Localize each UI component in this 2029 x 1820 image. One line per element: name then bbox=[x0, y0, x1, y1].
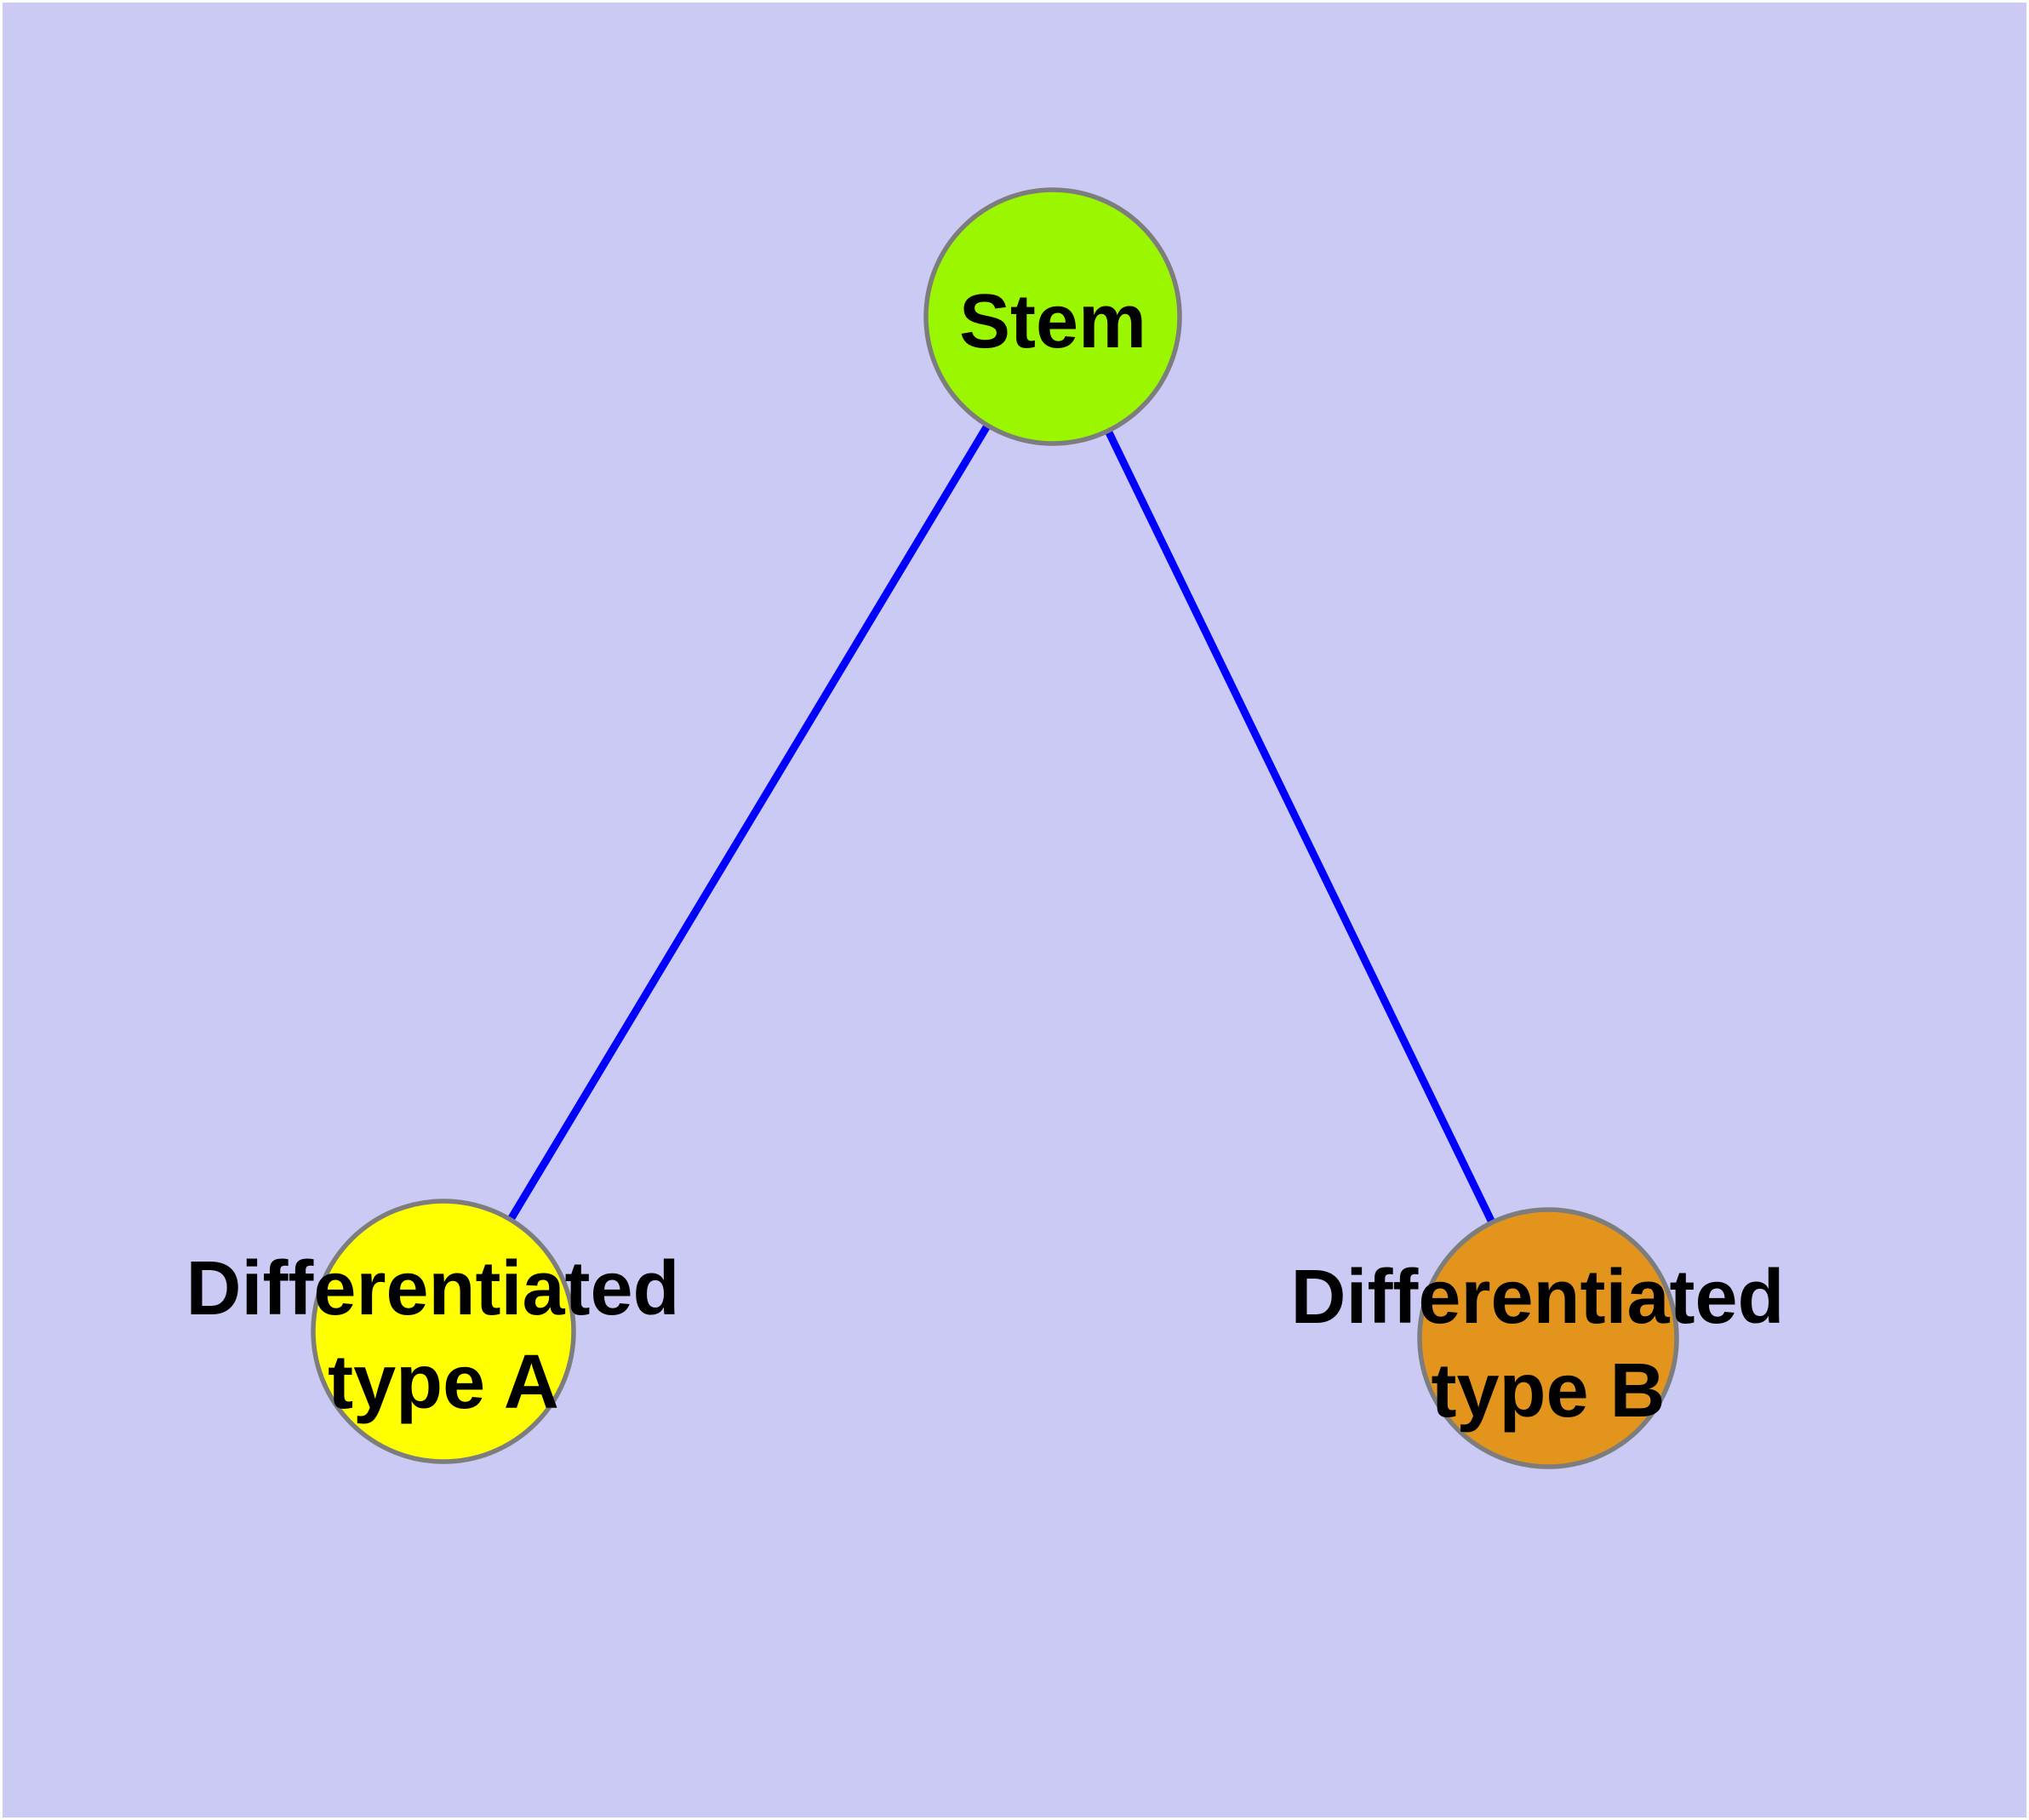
node-group: Stem Differentiated type A Differentiate… bbox=[186, 187, 1805, 1469]
edge-group bbox=[440, 314, 1552, 1340]
node-stem[interactable]: Stem bbox=[923, 187, 1182, 446]
edge-stem-to-type-a bbox=[440, 314, 1056, 1334]
node-stem-circle[interactable] bbox=[923, 187, 1182, 446]
node-type-b-label-line1: Differentiated bbox=[1290, 1255, 1784, 1340]
node-type-b-circle[interactable] bbox=[1417, 1207, 1679, 1469]
node-type-a-label-line1: Differentiated bbox=[186, 1246, 679, 1331]
edge-stem-to-type-b bbox=[1049, 315, 1552, 1340]
node-type-a-label-line2: type A bbox=[328, 1340, 559, 1425]
node-type-b-label-line2: type B bbox=[1431, 1348, 1665, 1434]
node-type-a-circle[interactable] bbox=[311, 1199, 576, 1464]
node-type-b-label: Differentiated type B bbox=[1290, 1255, 1805, 1434]
node-stem-label: Stem bbox=[959, 279, 1146, 364]
node-differentiated-type-a[interactable]: Differentiated type A bbox=[186, 1199, 700, 1464]
node-differentiated-type-b[interactable]: Differentiated type B bbox=[1290, 1207, 1805, 1469]
node-type-a-label: Differentiated type A bbox=[186, 1246, 700, 1425]
